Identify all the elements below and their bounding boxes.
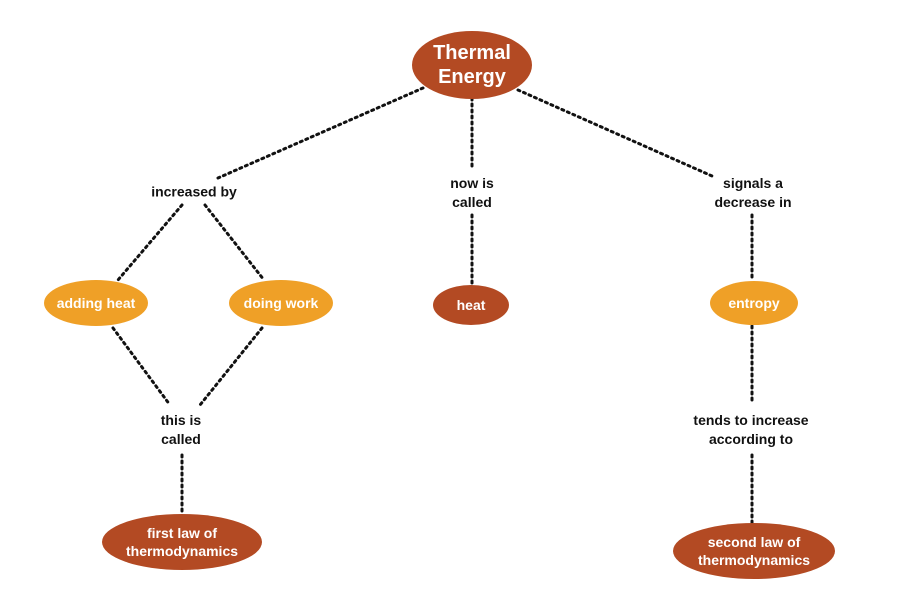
connector-thermal-to-increased-by <box>216 86 425 180</box>
node-second-law <box>673 523 835 579</box>
connector-doing-work-to-this-is-called <box>198 326 264 407</box>
node-thermal-energy <box>412 31 532 99</box>
connector-increased-by-to-adding-heat <box>116 203 184 282</box>
node-first-law <box>102 514 262 570</box>
link-label-signals-decrease: signals a decrease in <box>714 175 792 210</box>
node-adding-heat <box>44 280 148 326</box>
node-doing-work <box>229 280 333 326</box>
node-label-doing-work: doing work <box>243 295 319 311</box>
link-label-this-is-called: this is called <box>160 412 202 447</box>
node-label-second-law: second law of thermodynamics <box>697 534 811 568</box>
link-label-tends-to-increase: tends to increase according to <box>693 412 809 447</box>
connector-adding-heat-to-this-is-called <box>111 326 172 407</box>
node-entropy <box>710 281 798 325</box>
node-label-first-law: first law of thermodynamics <box>125 525 239 559</box>
connector-increased-by-to-doing-work <box>203 203 266 282</box>
node-label-entropy: entropy <box>728 295 780 311</box>
node-label-thermal-energy: Thermal Energy <box>433 42 511 88</box>
link-label-now-is-called: now is called <box>450 175 494 210</box>
node-heat <box>433 285 509 325</box>
connector-thermal-to-signals <box>516 88 714 178</box>
node-label-adding-heat: adding heat <box>56 295 136 311</box>
node-label-heat: heat <box>456 297 486 313</box>
link-label-increased-by: increased by <box>151 183 237 200</box>
